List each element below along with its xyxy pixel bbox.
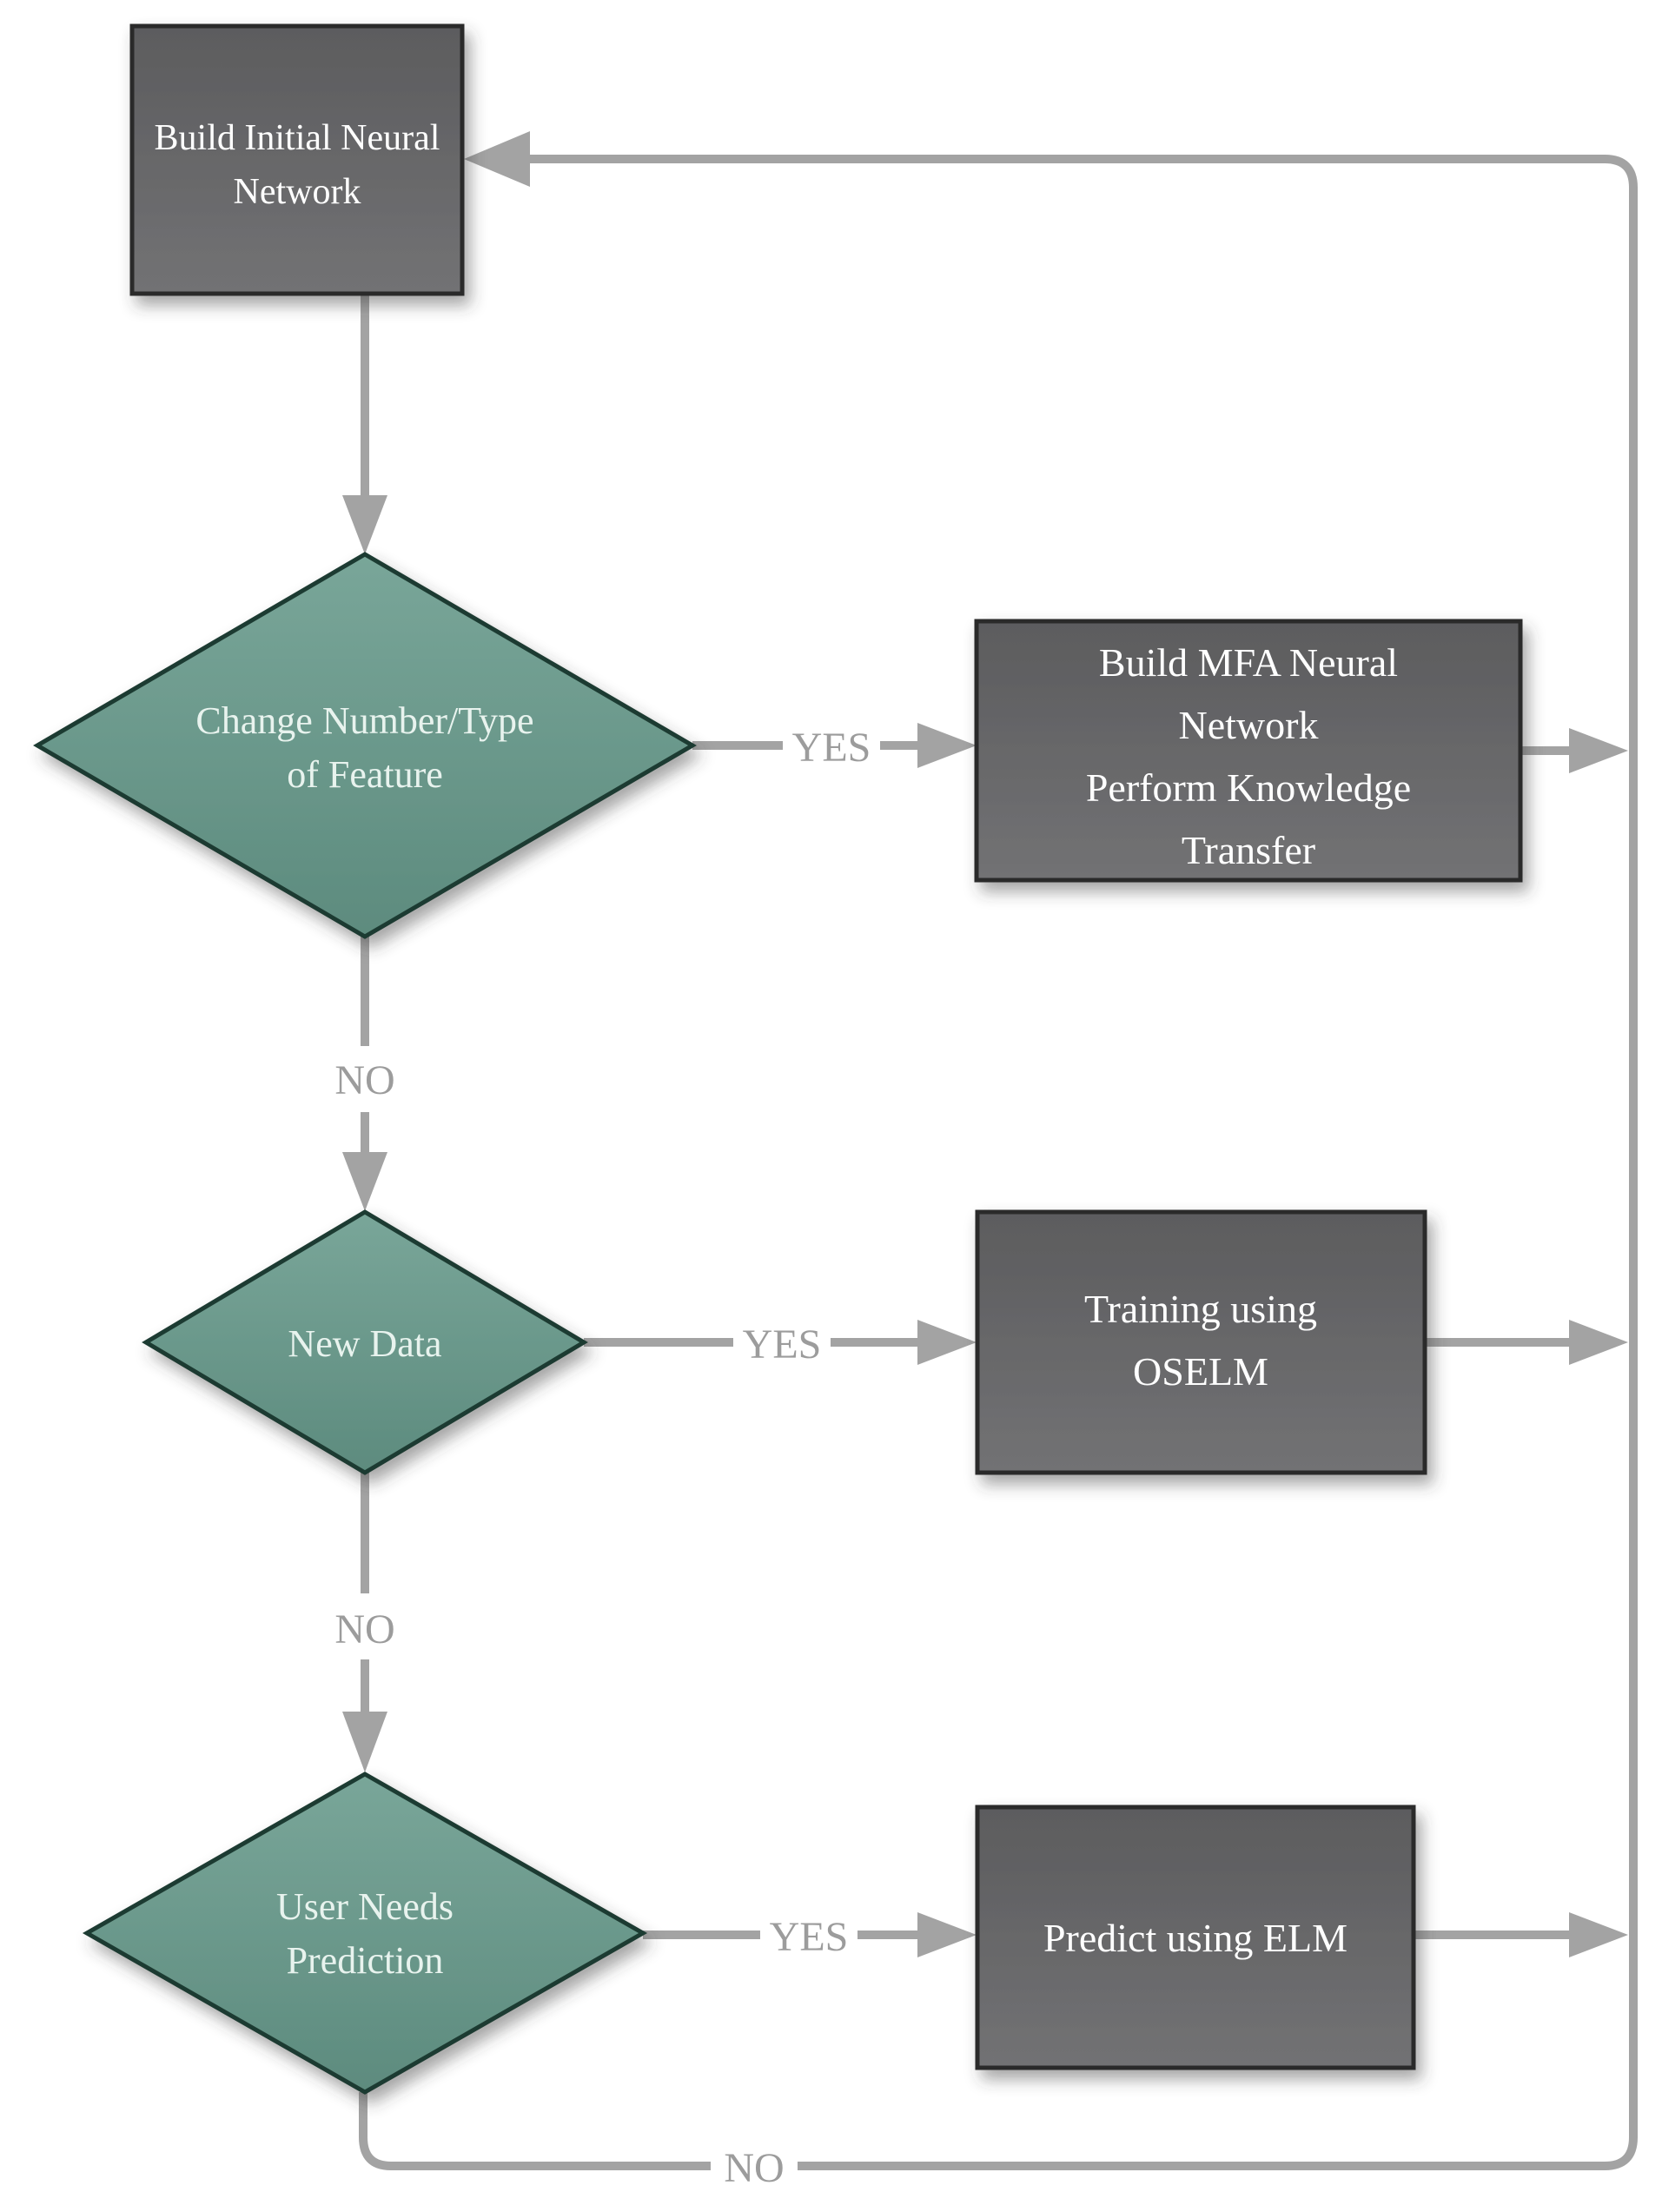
node-label-line: Prediction [287, 1939, 444, 1982]
node-label-line: Build MFA Neural [1099, 640, 1398, 685]
node-user-needs-prediction: User Needs Prediction [82, 1772, 648, 2095]
edge-train-oselm-to-loop-arrowhead [1569, 1320, 1628, 1365]
node-label-line: Training using [1084, 1287, 1317, 1331]
edge-label-bg [321, 1046, 408, 1112]
node-label-line: Perform Knowledge [1086, 765, 1411, 810]
edge-user-needs-no-label: NO [724, 2145, 784, 2191]
process-box [975, 1805, 1416, 2070]
edge-user-needs-yes-label: YES [770, 1914, 849, 1960]
edge-build-mfa-to-loop-arrowhead [1569, 728, 1628, 773]
decision-diamond [82, 1772, 648, 2095]
node-label-line: Network [1179, 703, 1319, 747]
node-label-line: Transfer [1182, 828, 1315, 872]
edge-new-data-no-label: NO [334, 1606, 394, 1652]
edge-new-data-yes-label-group: YES [733, 1313, 831, 1372]
node-label-line: of Feature [287, 753, 443, 796]
node-build-mfa-neural-network: Build MFA Neural Network Perform Knowled… [974, 619, 1523, 883]
node-label-line: Build Initial Neural [155, 118, 440, 158]
process-box [129, 23, 465, 296]
edge-label-bg [321, 1593, 408, 1659]
edge-new-data-yes-label: YES [743, 1321, 822, 1368]
decision-diamond [142, 1209, 588, 1475]
node-predict-using-elm: Predict using ELM [975, 1805, 1416, 2070]
node-label-line: Network [234, 172, 361, 212]
process-box [975, 1209, 1427, 1475]
edge-change-feature-no-label: NO [334, 1057, 394, 1103]
edge-change-feature-yes-label: YES [792, 725, 871, 771]
edge-label-bg [783, 716, 880, 775]
process-box [974, 619, 1523, 883]
decision-diamond [33, 552, 697, 939]
edge-label-bg [760, 1905, 857, 1964]
node-new-data: New Data [142, 1209, 588, 1475]
feedback-loop-line [359, 155, 1638, 2170]
node-label-line: User Needs [276, 1885, 454, 1928]
edge-change-feature-yes-label-group: YES [783, 716, 880, 775]
edge-change-feature-yes-arrowhead [917, 723, 977, 768]
edge-label-bg [733, 1313, 831, 1372]
edge-start-to-change-feature-arrowhead [342, 495, 387, 554]
node-label-line: Predict using ELM [1043, 1916, 1347, 1960]
node-label-line: Change Number/Type [195, 699, 533, 742]
edge-change-feature-no-arrowhead [342, 1152, 387, 1211]
node-build-initial-neural-network: Build Initial Neural Network [129, 23, 465, 296]
edge-label-bg [711, 2136, 798, 2195]
node-label-line: OSELM [1133, 1349, 1268, 1394]
edge-user-needs-no-label-group: NO [711, 2136, 798, 2195]
edge-user-needs-yes-label-group: YES [760, 1905, 857, 1964]
node-label-line: New Data [288, 1322, 441, 1365]
edge-new-data-yes-arrowhead [917, 1320, 977, 1365]
node-training-using-oselm: Training using OSELM [975, 1209, 1427, 1475]
edge-user-needs-yes-arrowhead [917, 1912, 977, 1957]
edge-new-data-no-arrowhead [342, 1712, 387, 1772]
feedback-loop-arrowhead [464, 131, 530, 187]
edge-new-data-no-label-group: NO [321, 1593, 408, 1659]
edge-change-feature-no-label-group: NO [321, 1046, 408, 1112]
node-change-number-type-of-feature: Change Number/Type of Feature [33, 552, 697, 939]
edge-predict-elm-to-loop-arrowhead [1569, 1912, 1628, 1957]
